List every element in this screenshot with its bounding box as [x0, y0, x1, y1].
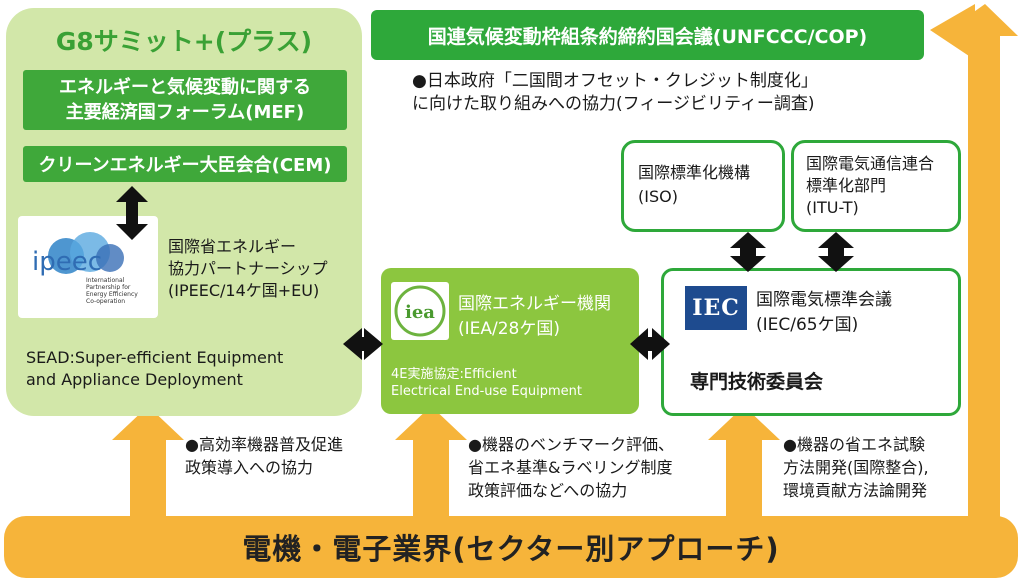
mef-box: エネルギーと気候変動に関する 主要経済国フォーラム(MEF)	[23, 70, 347, 130]
iec-logo: IEC	[685, 286, 747, 330]
iec-name: 国際電気標準会議 (IEC/65ケ国)	[756, 290, 892, 335]
cem-box: クリーンエネルギー大臣会合(CEM)	[23, 146, 347, 182]
arrow-up-iea	[395, 406, 467, 520]
iea-name: 国際エネルギー機関 (IEA/28ケ国)	[458, 294, 611, 339]
ipeec-logo-sub-2: Partnership for	[86, 284, 131, 291]
note-benchmark-evaluation: ●機器のベンチマーク評価、 省エネ基準&ラベリング制度 政策評価などへの協力	[468, 435, 674, 500]
arrow-up-g8	[112, 406, 184, 520]
itu-box: 国際電気通信連合 標準化部門 (ITU-T)	[791, 140, 961, 232]
arrow-to-unfccc	[940, 4, 1018, 520]
arrow-to-unfccc-head	[930, 4, 975, 60]
ipeec-logo-sub-4: Co-operation	[86, 298, 125, 305]
iec-box	[661, 268, 961, 416]
feasibility-note: ●日本政府「二国間オフセット・クレジット制度化」 に向けた取り組みへの協力(フィ…	[412, 71, 818, 114]
arrow-cem-ipeec	[116, 186, 148, 240]
iec-logo-text: IEC	[692, 295, 740, 321]
ipeec-logo-text: ipeec	[32, 247, 102, 277]
arrow-iea-iec	[630, 328, 670, 360]
iec-technical-committee: 専門技術委員会	[690, 371, 824, 393]
note-policy-cooperation: ●高効率機器普及促進 政策導入への協力	[185, 435, 343, 477]
arrow-itu-iec	[818, 232, 854, 272]
iso-box: 国際標準化機構 (ISO)	[621, 140, 785, 232]
arrow-up-iec	[708, 406, 780, 520]
g8-summit-title: G8サミット+(プラス)	[55, 27, 313, 56]
iea-logo-text: iea	[405, 302, 435, 323]
sead-text: SEAD:Super-efficient Equipment and Appli…	[26, 348, 284, 389]
ipeec-logo-sub-1: International	[86, 277, 125, 284]
industry-sector-label: 電機・電子業界(セクター別アプローチ)	[242, 532, 780, 566]
ipeec-logo-sub-3: Energy Efficiency	[86, 291, 138, 298]
svg-text:International Partnershi: International Partnership for Energy Eff…	[86, 277, 140, 305]
ipeec-logo-graphic: ipeec International Partnership for Ener…	[32, 232, 140, 305]
iea-4e-agreement: 4E実施協定:Efficient Electrical End-use Equi…	[391, 367, 582, 399]
industry-sector-bar: 電機・電子業界(セクター別アプローチ)	[4, 516, 1018, 578]
arrow-g8-iea	[343, 328, 383, 360]
note-test-method-development: ●機器の省エネ試験 方法開発(国際整合), 環境貢献方法論開発	[783, 435, 929, 500]
unfccc-box: 国連気候変動枠組条約締約国会議(UNFCCC/COP)	[371, 10, 924, 60]
iea-logo: iea	[391, 282, 449, 340]
ipeec-name: 国際省エネルギー 協力パートナーシップ (IPEEC/14ケ国+EU)	[168, 237, 328, 300]
arrow-iso-iec	[730, 232, 766, 272]
iea-logo-graphic: iea	[394, 285, 446, 337]
